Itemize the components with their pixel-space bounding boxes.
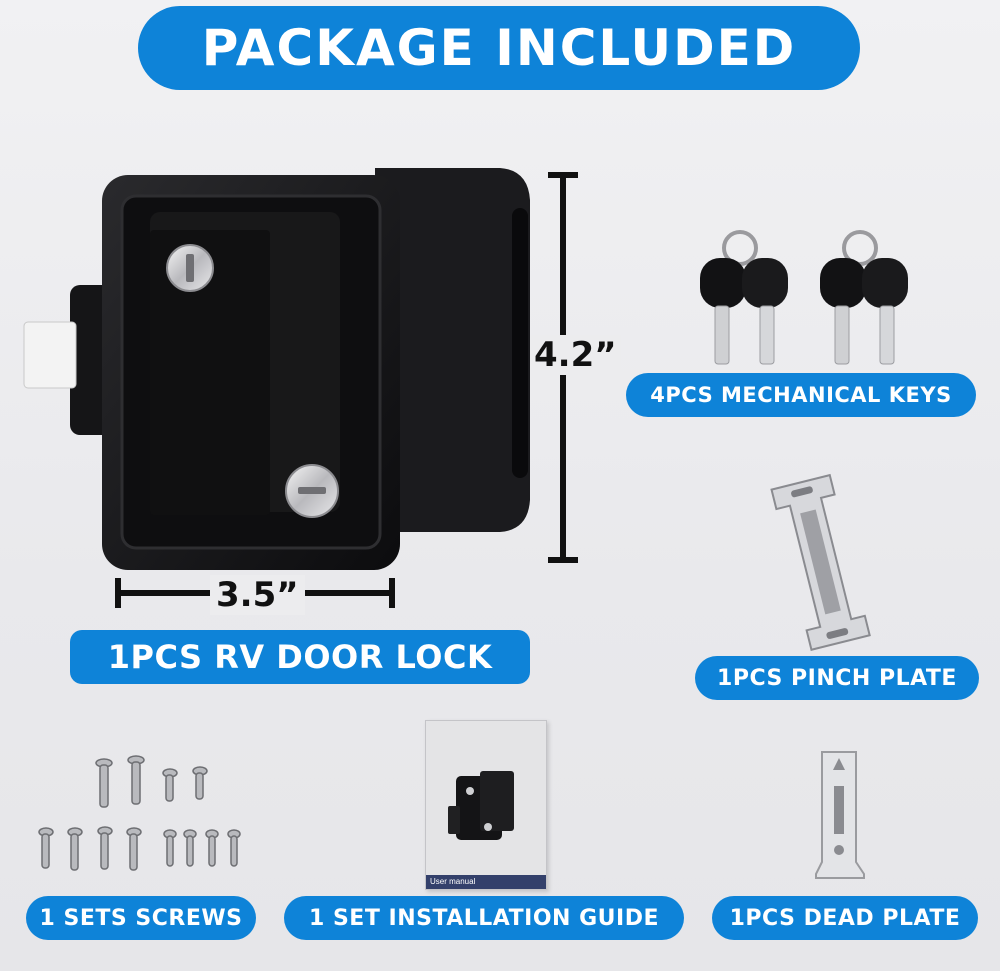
screws-label: 1 SETS SCREWS xyxy=(26,896,256,940)
installation-guide-label: 1 SET INSTALLATION GUIDE xyxy=(284,896,684,940)
manual-cover-band: User manual xyxy=(426,875,546,889)
manual-cover-text: User manual xyxy=(430,877,476,886)
guide-lock-thumbnail xyxy=(448,771,514,840)
height-dimension-label: 4.2” xyxy=(530,335,621,375)
installation-guide-image: User manual xyxy=(425,720,547,890)
door-lock-label: 1PCS RV DOOR LOCK xyxy=(70,630,530,684)
pinch-plate-label: 1PCS PINCH PLATE xyxy=(695,656,979,700)
width-dimension-label: 3.5” xyxy=(210,575,305,615)
page-title: PACKAGE INCLUDED xyxy=(138,6,860,90)
dead-plate-label: 1PCS DEAD PLATE xyxy=(712,896,978,940)
keys-label: 4PCS MECHANICAL KEYS xyxy=(626,373,976,417)
